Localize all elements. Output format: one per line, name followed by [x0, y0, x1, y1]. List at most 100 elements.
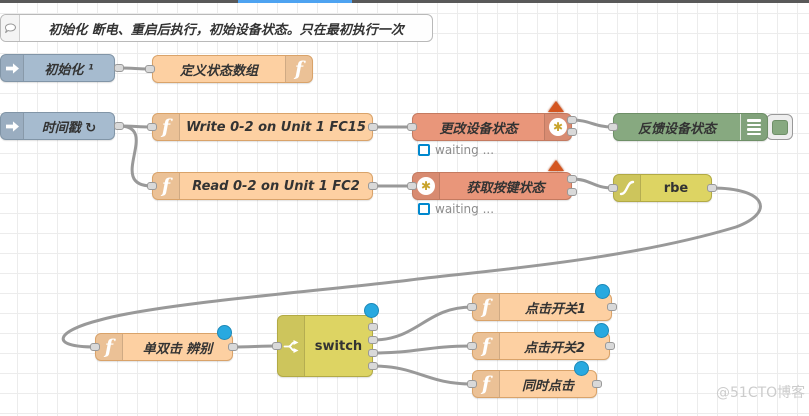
status-text: waiting ...	[435, 202, 495, 216]
switch-branch-icon	[278, 316, 305, 376]
switch-label: switch	[314, 338, 363, 354]
function-icon: f	[96, 334, 123, 360]
wire-rbe-to-singledouble[interactable]	[61, 186, 762, 349]
click-switch-1-label: 点击开关1	[524, 301, 587, 317]
changed-indicator	[595, 284, 610, 299]
function-icon: f	[473, 333, 500, 359]
port-output[interactable]	[228, 343, 238, 351]
port-input[interactable]	[608, 123, 618, 131]
port-input[interactable]	[467, 342, 477, 350]
port-output[interactable]	[368, 182, 378, 190]
port-output[interactable]	[368, 336, 378, 344]
inject-timestamp-node[interactable]: 时间戳 ↻	[0, 112, 115, 140]
alert-triangle-icon	[548, 160, 564, 171]
watermark: @51CTO博客	[716, 385, 806, 401]
port-output[interactable]	[368, 323, 378, 331]
port-output[interactable]	[114, 122, 124, 130]
wire-switch2-to-click1[interactable]	[371, 305, 474, 342]
status-square-icon	[418, 203, 430, 215]
tabstrip-active-indicator	[238, 0, 352, 3]
tabstrip-segment-right	[352, 0, 809, 3]
debug-toggle-button[interactable]	[766, 114, 793, 140]
update-device-state-label: 更改设备状态	[439, 121, 518, 137]
function-icon: f	[473, 371, 500, 397]
function-icon: f	[153, 114, 180, 140]
port-output[interactable]	[567, 175, 577, 183]
alert-triangle-icon	[548, 101, 564, 112]
debug-list-icon	[740, 114, 767, 140]
update-device-status: waiting ...	[418, 143, 494, 157]
port-input[interactable]	[467, 303, 477, 311]
comment-label: 初始化 断电、重启后执行，初始设备状态。只在最初执行一次	[48, 22, 404, 38]
port-output[interactable]	[567, 188, 577, 196]
get-button-status: waiting ...	[418, 202, 494, 216]
comment-node[interactable]: 初始化 断电、重启后执行，初始设备状态。只在最初执行一次	[0, 14, 433, 42]
inject-arrow-icon	[1, 55, 24, 81]
port-output[interactable]	[592, 380, 602, 388]
wire-singledouble-to-switch[interactable]	[231, 344, 279, 349]
inject-init-label: 初始化 ¹	[44, 62, 94, 78]
inject-init-node[interactable]: 初始化 ¹	[0, 54, 115, 82]
port-input[interactable]	[145, 65, 155, 73]
port-input[interactable]	[147, 123, 157, 131]
click-switch-2-label: 点击开关2	[523, 340, 586, 356]
inject-arrow-icon	[1, 113, 24, 139]
port-output[interactable]	[368, 362, 378, 370]
modbus-read-node[interactable]: f Read 0-2 on Unit 1 FC2	[152, 172, 373, 200]
wire-update-to-feedback[interactable]	[570, 118, 615, 129]
port-output[interactable]	[607, 303, 617, 311]
get-button-state-node[interactable]: ✱ 获取按键状态	[412, 172, 572, 200]
function-icon: f	[285, 56, 312, 82]
switch-node[interactable]: switch	[277, 315, 373, 377]
status-text: waiting ...	[435, 143, 495, 157]
wire-switch4-to-simul[interactable]	[371, 364, 474, 386]
modbus-write-label: Write 0-2 on Unit 1 FC15	[186, 119, 366, 135]
comment-bubble-icon	[1, 15, 20, 41]
function-icon: f	[473, 294, 500, 320]
port-output[interactable]	[707, 184, 717, 192]
changed-indicator	[217, 325, 232, 340]
get-button-state-label: 获取按键状态	[466, 180, 545, 196]
click-switch-1-node[interactable]: f 点击开关1	[472, 293, 612, 321]
changed-indicator	[364, 303, 379, 318]
port-input[interactable]	[147, 182, 157, 190]
click-switch-2-node[interactable]: f 点击开关2	[472, 332, 610, 360]
port-input[interactable]	[608, 184, 618, 192]
rbe-node[interactable]: rbe	[613, 174, 712, 202]
port-input[interactable]	[90, 343, 100, 351]
rbe-step-icon	[614, 175, 641, 201]
port-output[interactable]	[567, 128, 577, 136]
modbus-asterisk-icon: ✱	[544, 114, 571, 140]
update-device-state-node[interactable]: 更改设备状态 ✱	[412, 113, 572, 141]
modbus-asterisk-icon: ✱	[413, 173, 440, 199]
port-input[interactable]	[272, 342, 282, 350]
port-output[interactable]	[567, 116, 577, 124]
wire-get-to-rbe[interactable]	[570, 177, 615, 190]
feedback-device-state-label: 反馈设备状态	[637, 121, 716, 137]
port-input[interactable]	[407, 123, 417, 131]
single-double-click-label: 单双击 辨别	[142, 341, 213, 357]
wire-switch3-to-click2[interactable]	[371, 344, 474, 355]
modbus-write-node[interactable]: f Write 0-2 on Unit 1 FC15	[152, 113, 373, 141]
port-output[interactable]	[114, 64, 124, 72]
port-input[interactable]	[407, 182, 417, 190]
wire-timestamp-to-read[interactable]	[117, 124, 154, 188]
define-state-array-label: 定义状态数组	[179, 63, 258, 79]
port-output[interactable]	[605, 342, 615, 350]
changed-indicator	[594, 323, 609, 338]
feedback-device-state-node[interactable]: 反馈设备状态	[613, 113, 768, 141]
simultaneous-click-label: 同时点击	[521, 378, 574, 394]
define-state-array-node[interactable]: 定义状态数组 f	[152, 55, 313, 83]
tabstrip-segment-left	[0, 0, 238, 3]
status-square-icon	[418, 144, 430, 156]
changed-indicator	[574, 361, 589, 376]
function-icon: f	[153, 173, 180, 199]
modbus-read-label: Read 0-2 on Unit 1 FC2	[192, 178, 360, 194]
port-input[interactable]	[467, 380, 477, 388]
simultaneous-click-node[interactable]: f 同时点击	[472, 370, 597, 398]
port-output[interactable]	[368, 123, 378, 131]
inject-timestamp-label: 时间戳 ↻	[41, 120, 97, 136]
single-double-click-node[interactable]: f 单双击 辨别	[95, 333, 233, 361]
port-output[interactable]	[368, 349, 378, 357]
